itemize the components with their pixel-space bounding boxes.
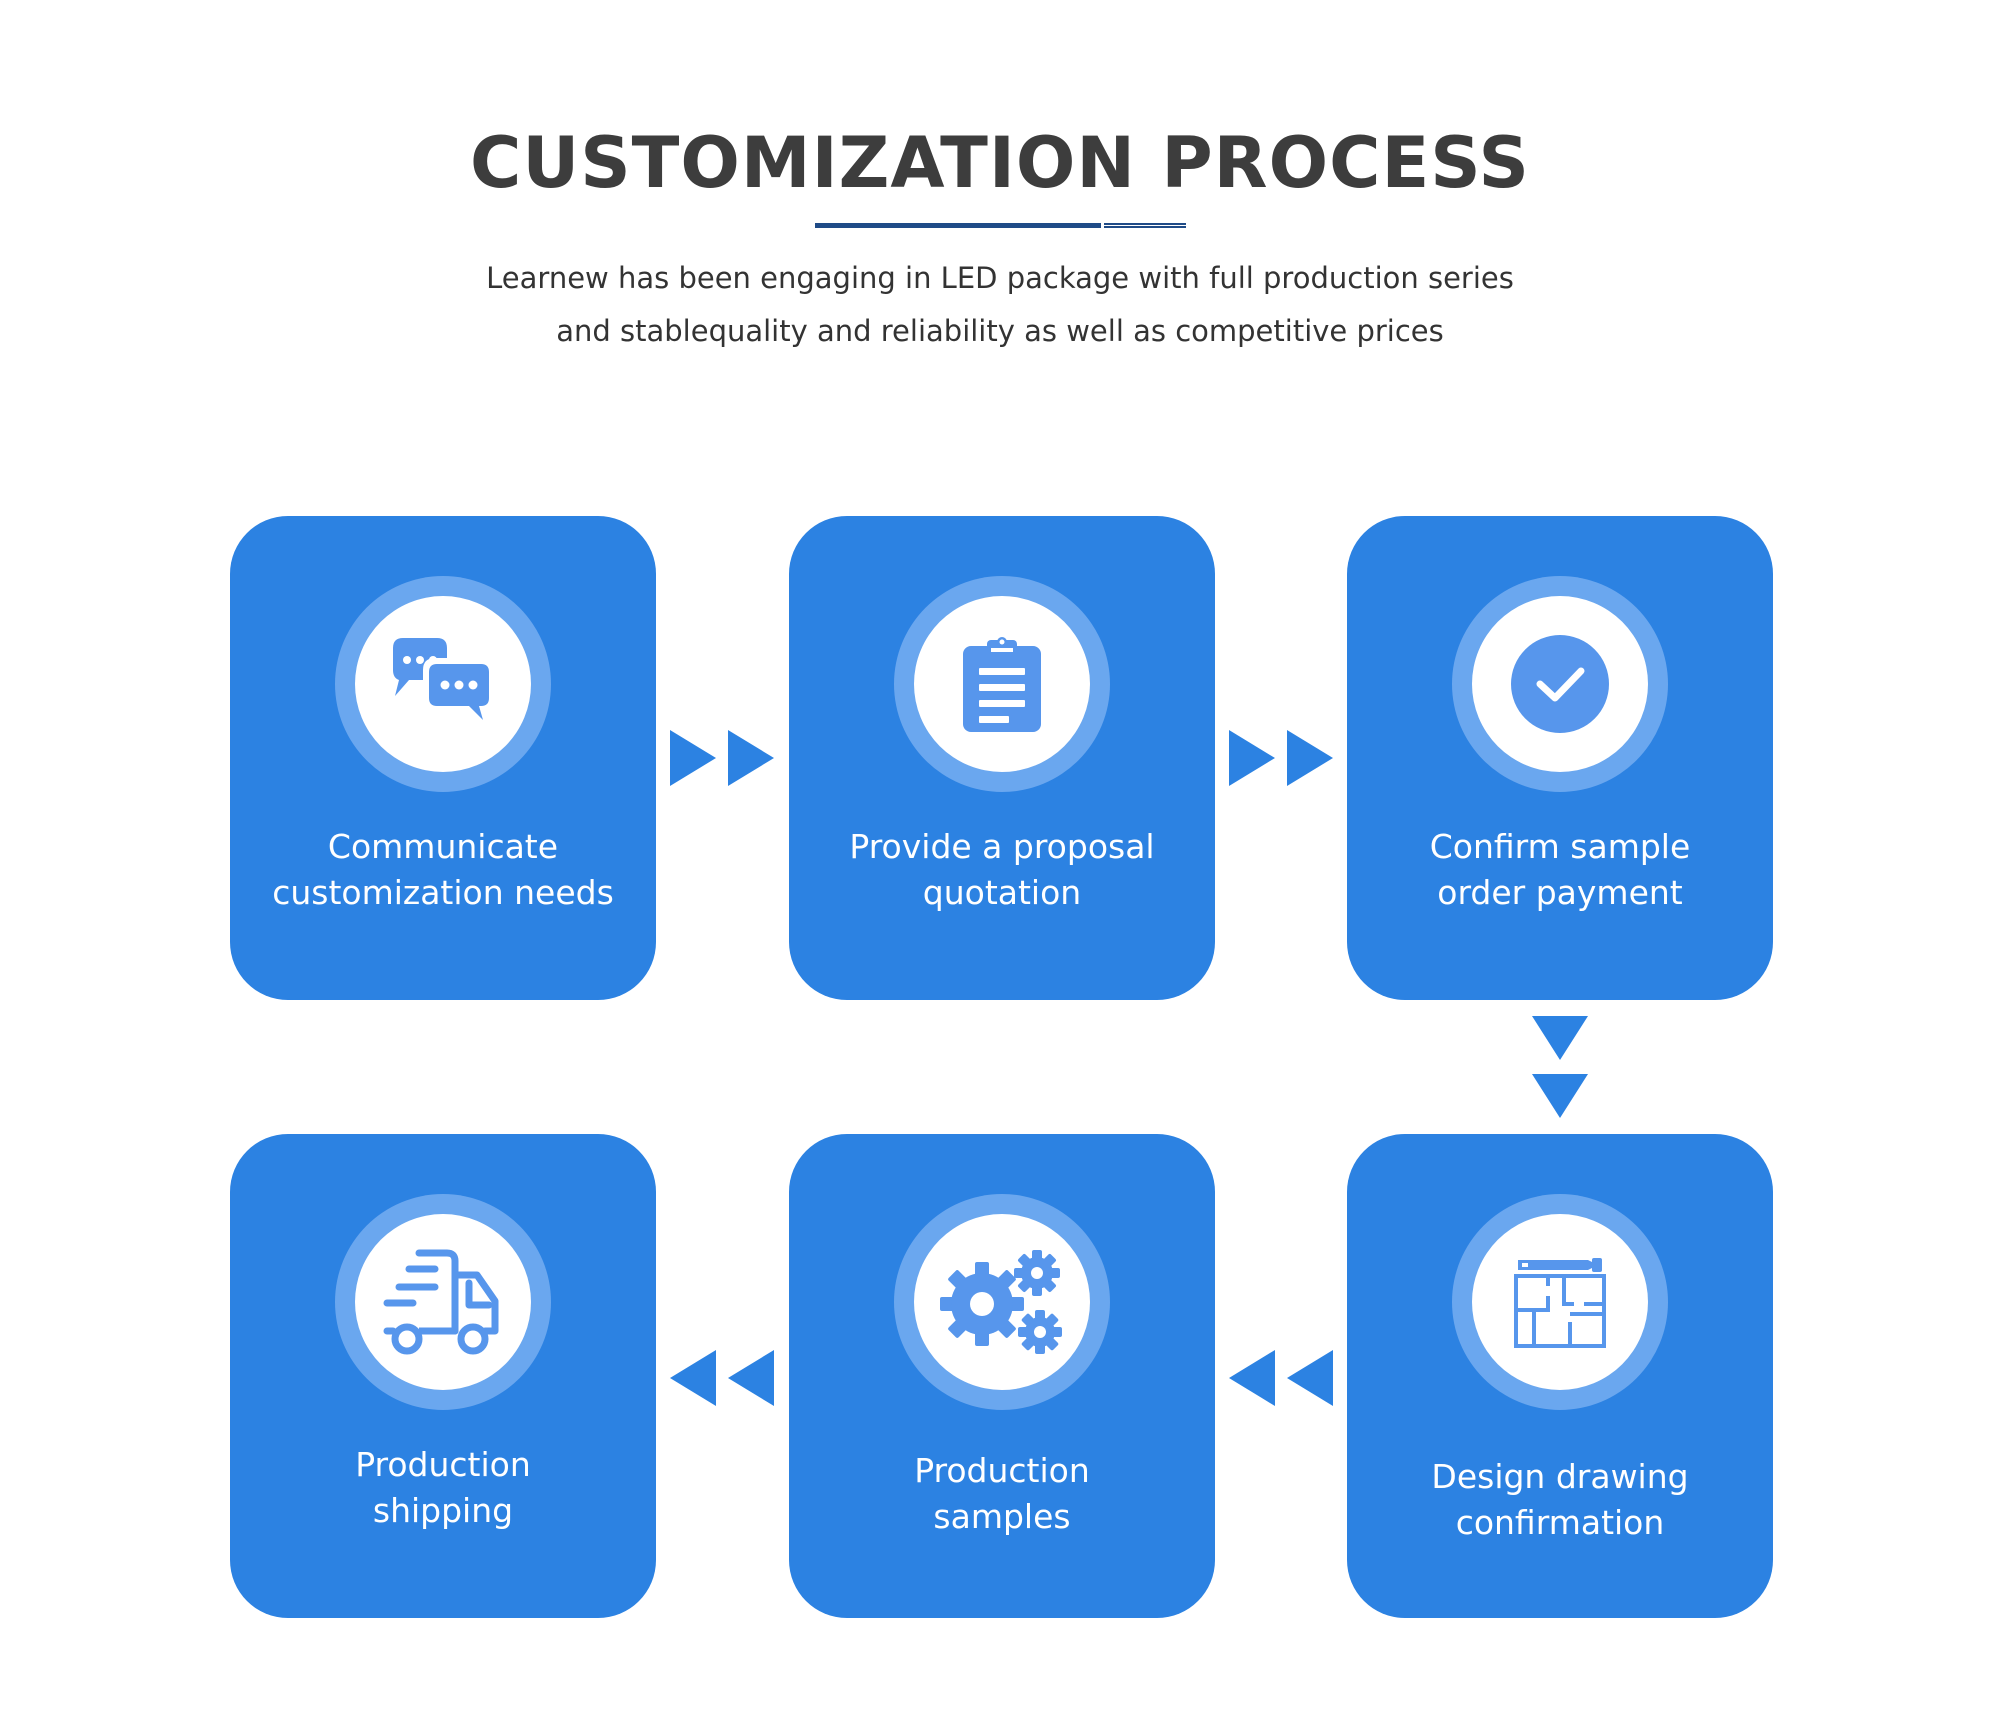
icon-disc (914, 596, 1090, 772)
step-label-line-2: order payment (1437, 873, 1683, 912)
step-label: Design drawing confirmation (1357, 1454, 1763, 1546)
step-label: Provide a proposal quotation (799, 824, 1205, 916)
step-card-communicate: Communicate customization needs (230, 516, 656, 1000)
floor-plan-icon (1514, 1258, 1606, 1348)
step-label-line-2: confirmation (1455, 1503, 1665, 1542)
flow-arrow-left-2 (670, 1348, 774, 1408)
step-card-production-samples: Production samples (789, 1134, 1215, 1618)
clipboard-icon (963, 637, 1041, 732)
step-label-line-1: Design drawing (1431, 1457, 1689, 1496)
icon-ring (894, 1194, 1110, 1410)
icon-disc (914, 1214, 1090, 1390)
icon-ring (1452, 1194, 1668, 1410)
subtitle-line-1: Learnew has been engaging in LED package… (486, 261, 1514, 295)
step-label: Confirm sample order payment (1357, 824, 1763, 916)
flow-arrow-right-1 (670, 728, 774, 788)
chat-bubbles-icon (393, 638, 495, 730)
step-label: Production shipping (240, 1442, 646, 1534)
icon-ring (1452, 576, 1668, 792)
icon-disc (1472, 1214, 1648, 1390)
step-label-line-2: samples (933, 1497, 1071, 1536)
page-title: CUSTOMIZATION PROCESS (470, 122, 1530, 204)
delivery-truck-icon (383, 1249, 499, 1355)
gears-icon (940, 1250, 1062, 1354)
step-label-line-1: Communicate (327, 827, 559, 866)
step-card-production-shipping: Production shipping (230, 1134, 656, 1618)
step-card-design-drawing: Design drawing confirmation (1347, 1134, 1773, 1618)
step-label-line-1: Confirm sample (1429, 827, 1691, 866)
step-card-confirm-payment: Confirm sample order payment (1347, 516, 1773, 1000)
step-label-line-2: customization needs (272, 873, 614, 912)
step-label-line-2: shipping (372, 1491, 514, 1530)
step-label-line-1: Provide a proposal (849, 827, 1155, 866)
flow-arrow-left-1 (1229, 1348, 1333, 1408)
step-label-line-1: Production (355, 1445, 531, 1484)
icon-disc (1472, 596, 1648, 772)
icon-ring (335, 1194, 551, 1410)
step-label-line-1: Production (914, 1451, 1090, 1490)
step-label-line-2: quotation (922, 873, 1082, 912)
flow-arrow-right-2 (1229, 728, 1333, 788)
title-underline (815, 223, 1186, 228)
icon-disc (355, 1214, 531, 1390)
step-label: Production samples (799, 1448, 1205, 1540)
step-label: Communicate customization needs (240, 824, 646, 916)
flow-arrow-down (1530, 1016, 1590, 1120)
icon-disc (355, 596, 531, 772)
check-circle-icon (1511, 635, 1609, 733)
step-card-proposal: Provide a proposal quotation (789, 516, 1215, 1000)
page-subtitle: Learnew has been engaging in LED package… (0, 252, 2000, 358)
subtitle-line-2: and stablequality and reliability as wel… (556, 314, 1444, 348)
icon-ring (894, 576, 1110, 792)
icon-ring (335, 576, 551, 792)
